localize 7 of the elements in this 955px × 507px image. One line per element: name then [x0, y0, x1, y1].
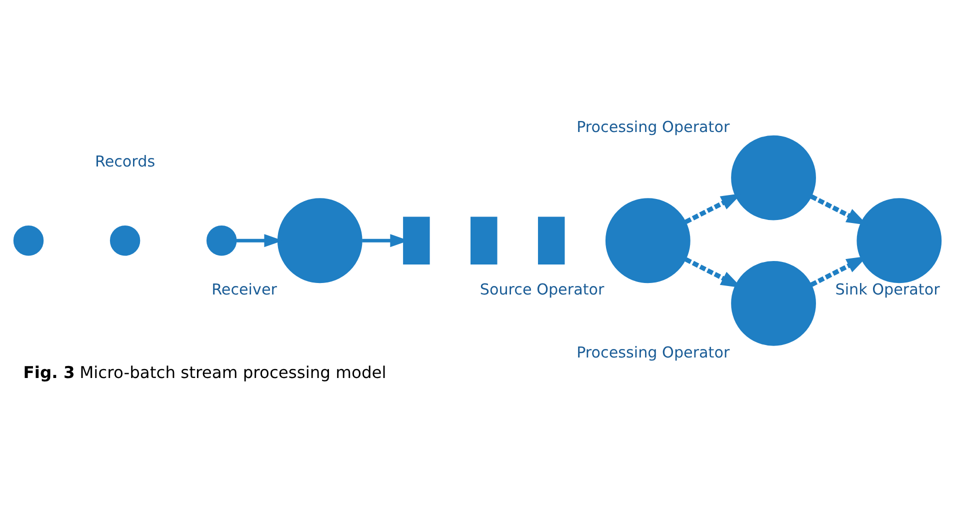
caption: Fig. 3 Micro-batch stream processing model	[23, 362, 386, 382]
label: Records	[95, 152, 156, 170]
node-label: Source Operator	[480, 280, 604, 298]
node-label: Processing Operator	[576, 117, 730, 136]
node-label: Sink Operator	[835, 280, 940, 298]
node-label: Processing Operator	[576, 342, 730, 361]
node-label: Receiver	[212, 280, 277, 298]
